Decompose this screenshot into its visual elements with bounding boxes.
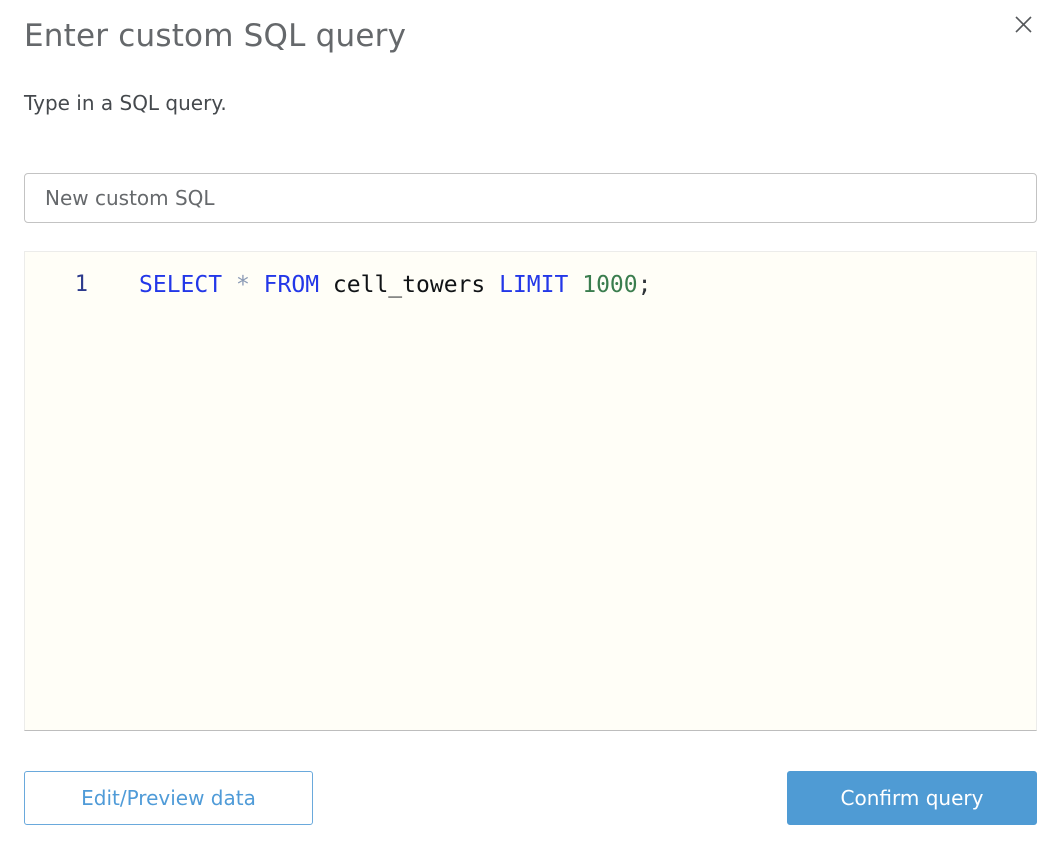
sql-code-editor[interactable]: 1 SELECT * FROM cell_towers LIMIT 1000; bbox=[24, 251, 1037, 731]
custom-sql-name-input[interactable] bbox=[24, 173, 1037, 223]
dialog-header: Enter custom SQL query bbox=[24, 0, 1037, 56]
sql-token-punctuation: ; bbox=[637, 272, 652, 298]
sql-token-operator: * bbox=[235, 272, 250, 298]
sql-token-plain bbox=[485, 272, 499, 298]
sql-token-identifier: cell_towers bbox=[332, 272, 486, 298]
dialog-title: Enter custom SQL query bbox=[24, 18, 407, 54]
sql-token-keyword: LIMIT bbox=[499, 272, 569, 298]
sql-token-plain bbox=[568, 272, 582, 298]
code-row: 1 SELECT * FROM cell_towers LIMIT 1000; bbox=[25, 252, 1036, 299]
close-icon bbox=[1014, 15, 1033, 34]
sql-token-plain bbox=[250, 272, 264, 298]
sql-token-plain bbox=[319, 272, 333, 298]
confirm-query-button[interactable]: Confirm query bbox=[787, 771, 1037, 825]
dialog-description: Type in a SQL query. bbox=[24, 91, 227, 115]
sql-token-number: 1000 bbox=[582, 272, 638, 298]
close-button[interactable] bbox=[1005, 6, 1041, 42]
sql-token-keyword: FROM bbox=[263, 272, 320, 298]
dialog-footer: Edit/Preview data Confirm query bbox=[24, 771, 1037, 825]
sql-code-line: SELECT * FROM cell_towers LIMIT 1000; bbox=[139, 271, 651, 299]
line-number: 1 bbox=[74, 272, 88, 297]
sql-token-keyword: SELECT bbox=[139, 272, 223, 298]
sql-token-plain bbox=[222, 272, 236, 298]
edit-preview-data-button[interactable]: Edit/Preview data bbox=[24, 771, 313, 825]
